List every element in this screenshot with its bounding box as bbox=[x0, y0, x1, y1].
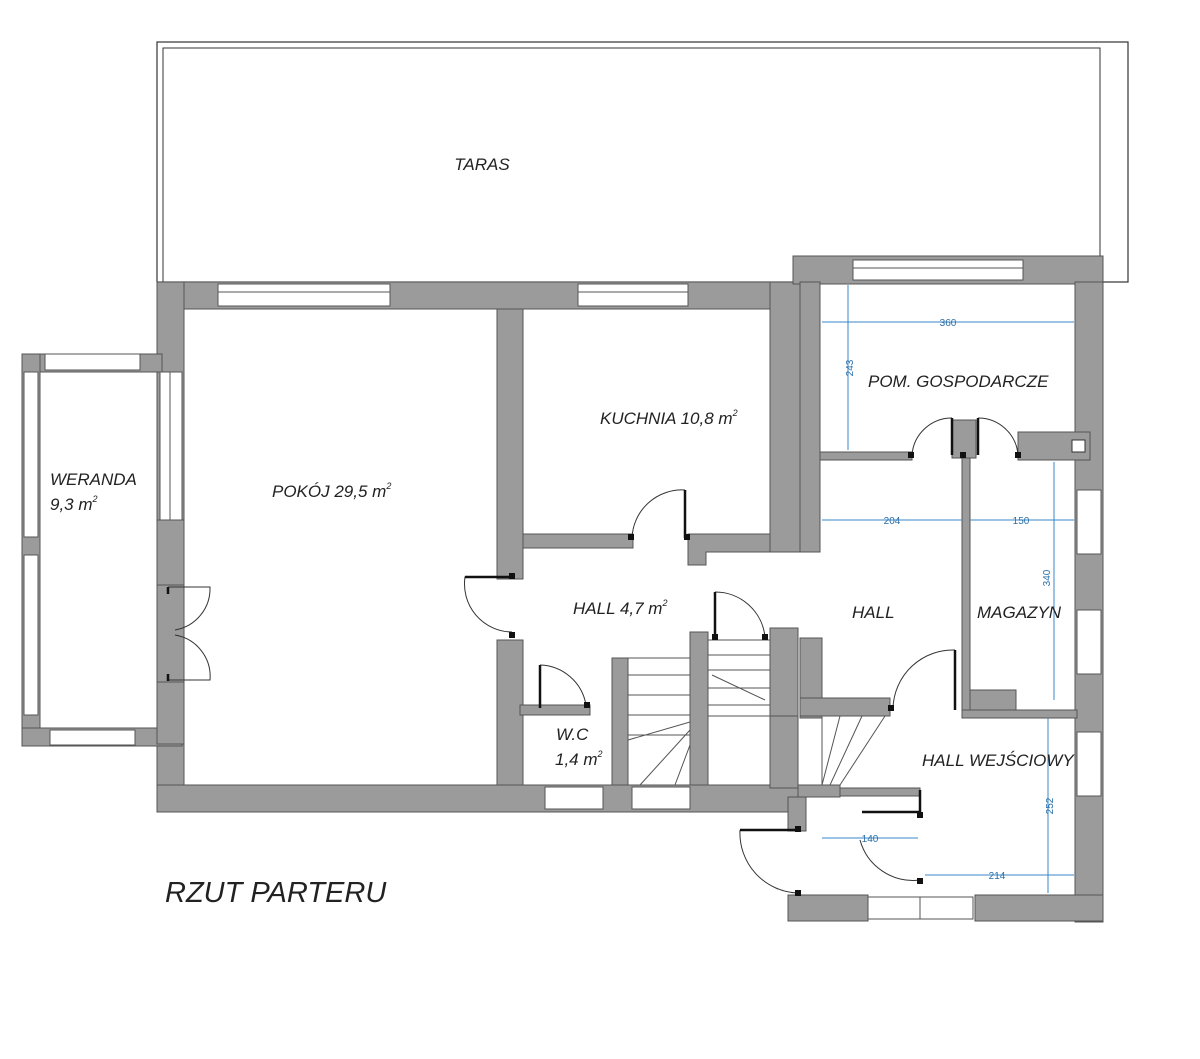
doors bbox=[166, 417, 1021, 896]
staircase bbox=[627, 639, 886, 786]
label-wc-area: 1,4 m2 bbox=[555, 749, 603, 769]
dimension-140: 140 bbox=[862, 834, 879, 845]
wc-area-value: 1,4 m bbox=[555, 750, 598, 769]
dimension-340: 340 bbox=[1042, 569, 1053, 586]
label-hall-small: HALL 4,7 m2 bbox=[573, 598, 667, 618]
hall-small-sup: 2 bbox=[661, 598, 667, 608]
windows bbox=[23, 259, 1102, 920]
kuchnia-sup: 2 bbox=[732, 408, 738, 418]
terrace bbox=[156, 41, 1129, 283]
label-hall-wejsciowy: HALL WEJŚCIOWY bbox=[922, 751, 1075, 770]
label-pokoj: POKÓJ 29,5 m2 bbox=[272, 481, 391, 501]
dimension-204: 204 bbox=[884, 516, 901, 527]
dimension-252: 252 bbox=[1045, 797, 1056, 814]
dimension-150: 150 bbox=[1013, 516, 1030, 527]
pokoj-text: POKÓJ 29,5 m bbox=[272, 482, 386, 501]
dimension-243: 243 bbox=[845, 359, 856, 376]
label-taras: TARAS bbox=[454, 155, 510, 174]
pokoj-sup: 2 bbox=[385, 481, 391, 491]
label-wc: W.C bbox=[556, 725, 589, 744]
walls bbox=[21, 255, 1104, 923]
kuchnia-text: KUCHNIA 10,8 m bbox=[600, 409, 733, 428]
dimension-214: 214 bbox=[989, 871, 1006, 882]
dimension-lines bbox=[822, 285, 1074, 893]
weranda-area-value: 9,3 m bbox=[50, 495, 93, 514]
label-weranda: WERANDA bbox=[50, 470, 137, 489]
plan-caption: RZUT PARTERU bbox=[165, 877, 387, 909]
weranda-area-sup: 2 bbox=[92, 494, 98, 504]
label-magazyn: MAGAZYN bbox=[977, 603, 1062, 622]
wc-area-sup: 2 bbox=[597, 749, 603, 759]
label-pom-gospodarcze: POM. GOSPODARCZE bbox=[868, 372, 1049, 391]
label-weranda-area: 9,3 m2 bbox=[50, 494, 98, 514]
hall-small-text: HALL 4,7 m bbox=[573, 599, 662, 618]
dimension-360: 360 bbox=[940, 318, 957, 329]
label-kuchnia: KUCHNIA 10,8 m2 bbox=[600, 408, 738, 428]
label-hall: HALL bbox=[852, 603, 895, 622]
